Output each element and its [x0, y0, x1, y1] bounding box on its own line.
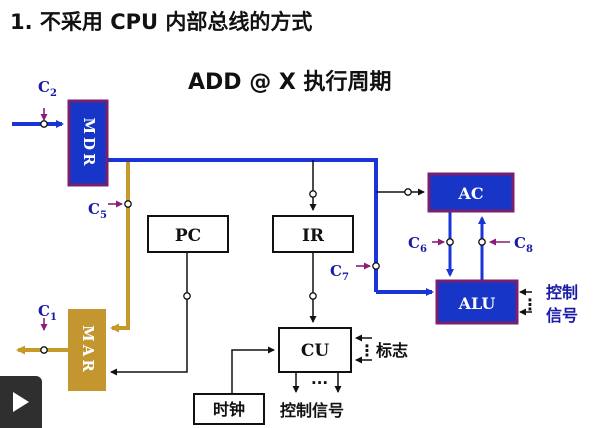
diagram-subtitle: ADD @ X 执行周期	[188, 70, 392, 95]
gate-mar-out	[40, 346, 48, 354]
mar-register: MAR	[68, 309, 106, 391]
gate-c6	[446, 238, 454, 246]
mdr-register: MDR	[67, 99, 109, 187]
signal-stubs	[40, 108, 510, 331]
cu-output-dots: ···	[311, 374, 328, 392]
alu-control-label-line2: 信号	[546, 306, 578, 325]
control-lines	[110, 160, 532, 394]
cu-label: CU	[301, 341, 330, 361]
alu-control-label-line1: 控制	[546, 283, 578, 302]
data-bus	[12, 120, 486, 296]
flags-label: 标志	[375, 341, 408, 360]
alu-unit: ALU	[435, 279, 519, 325]
mar-label: MAR	[79, 325, 97, 375]
ac-label: AC	[457, 184, 483, 203]
signal-c8: C8	[514, 234, 533, 255]
signal-c1: C1	[38, 302, 57, 323]
signal-c7: C7	[330, 262, 349, 283]
gate-pc-out	[183, 292, 191, 300]
gate-ac-in	[404, 188, 412, 196]
cu-control-label: 控制信号	[280, 401, 344, 420]
mdr-label: MDR	[80, 117, 98, 168]
ir-label: IR	[302, 226, 325, 246]
gate-c7	[372, 262, 380, 270]
gate-c8	[478, 238, 486, 246]
annotation-labels: 控制 信号 ⋮ ⋮ 标志 ··· 控制信号	[280, 283, 578, 420]
cu-unit: CU	[278, 327, 352, 373]
play-button[interactable]	[0, 376, 42, 428]
signal-c6: C6	[408, 234, 427, 255]
page-title: 1. 不采用 CPU 内部总线的方式	[10, 10, 313, 34]
clock-label: 时钟	[213, 400, 245, 419]
signal-c2: C2	[38, 78, 57, 99]
signal-labels: C2 C5 C1 C7 C6 C8	[38, 78, 533, 323]
alu-label: ALU	[458, 294, 496, 313]
gate-mdr-in	[40, 120, 48, 128]
gate-points	[40, 120, 486, 354]
signal-c5: C5	[88, 200, 107, 221]
ac-register: AC	[427, 172, 515, 213]
clock-unit: 时钟	[193, 393, 265, 425]
flags-dots: ⋮	[359, 341, 375, 360]
gate-ir-in	[309, 190, 317, 198]
play-icon	[13, 392, 29, 412]
gate-c5	[124, 200, 132, 208]
ir-register: IR	[272, 215, 354, 253]
alu-control-dots: ⋮	[522, 295, 538, 314]
gate-ir-out	[309, 292, 317, 300]
pc-label: PC	[175, 226, 201, 246]
pc-register: PC	[147, 215, 229, 253]
